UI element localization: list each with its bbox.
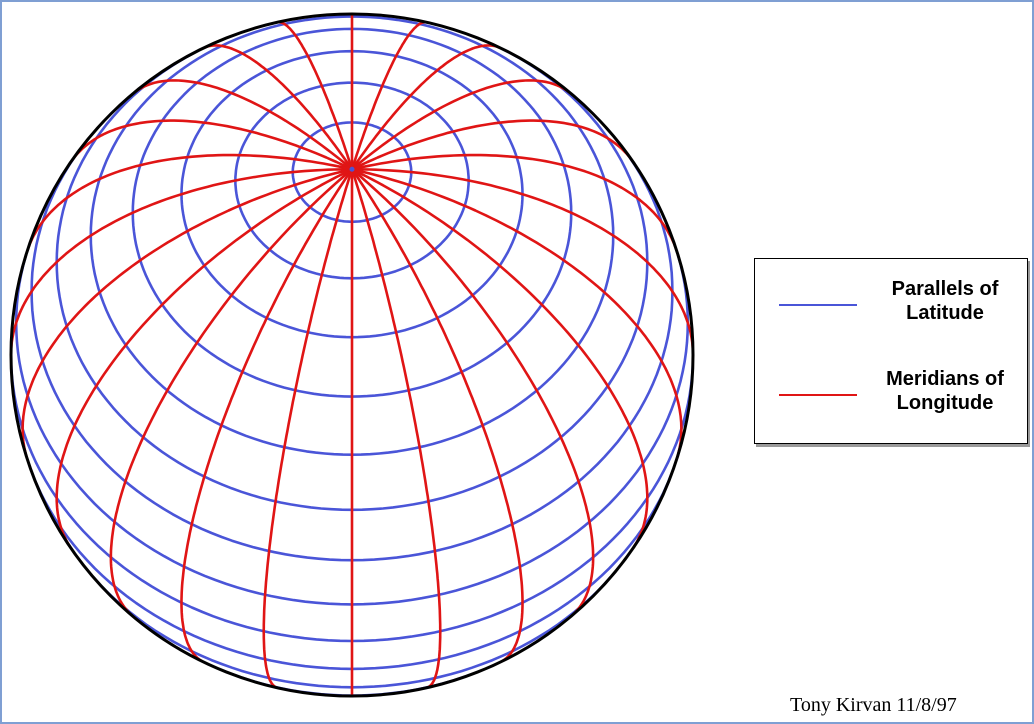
meridian-line <box>351 168 649 547</box>
meridian-line <box>350 44 501 171</box>
legend-item-parallels: Parallels of Latitude <box>755 275 1027 335</box>
parallel-line <box>55 42 353 512</box>
legend-item-meridians: Meridians of Longitude <box>755 365 1027 425</box>
meridian-line <box>351 168 595 617</box>
author-credit: Tony Kirvan 11/8/97 <box>790 694 957 716</box>
meridian-line <box>180 168 354 663</box>
parallel-line <box>351 254 690 606</box>
legend-swatch-parallels <box>779 304 857 306</box>
meridian-line <box>70 119 353 171</box>
meridian-line <box>277 20 354 170</box>
meridian-line <box>350 20 427 170</box>
legend: Parallels of Latitude Meridians of Longi… <box>754 258 1028 444</box>
meridian-line <box>109 168 353 617</box>
north-pole-dot <box>349 166 355 172</box>
meridian-line <box>262 168 354 689</box>
meridian-line <box>350 168 524 663</box>
meridian-line <box>55 168 353 547</box>
meridian-line <box>350 168 442 689</box>
legend-label-meridians: Meridians of Longitude <box>863 367 1027 415</box>
parallel-line <box>30 140 353 562</box>
meridian-line <box>351 153 678 251</box>
meridian-line <box>203 44 354 171</box>
globe-outline <box>9 12 695 698</box>
legend-swatch-meridians <box>779 394 857 396</box>
parallel-line <box>27 464 353 671</box>
meridian-line <box>21 168 353 458</box>
parallel-line <box>351 42 649 512</box>
parallel-line <box>351 464 677 671</box>
meridian-line <box>351 168 683 458</box>
meridian-line <box>351 79 572 171</box>
meridian-line <box>351 119 634 171</box>
meridian-line <box>26 153 353 251</box>
legend-label-parallels-line2: Latitude <box>906 302 984 324</box>
legend-label-parallels: Parallels of Latitude <box>863 277 1027 325</box>
parallel-line <box>14 254 353 606</box>
meridian-line <box>11 168 352 356</box>
legend-label-parallels-line1: Parallels of <box>891 278 999 300</box>
legend-label-meridians-line2: Longitude <box>896 392 994 414</box>
meridian-line <box>352 168 693 356</box>
meridian-line <box>132 79 353 171</box>
legend-label-meridians-line1: Meridians of <box>886 368 1004 390</box>
parallel-line <box>351 140 674 562</box>
